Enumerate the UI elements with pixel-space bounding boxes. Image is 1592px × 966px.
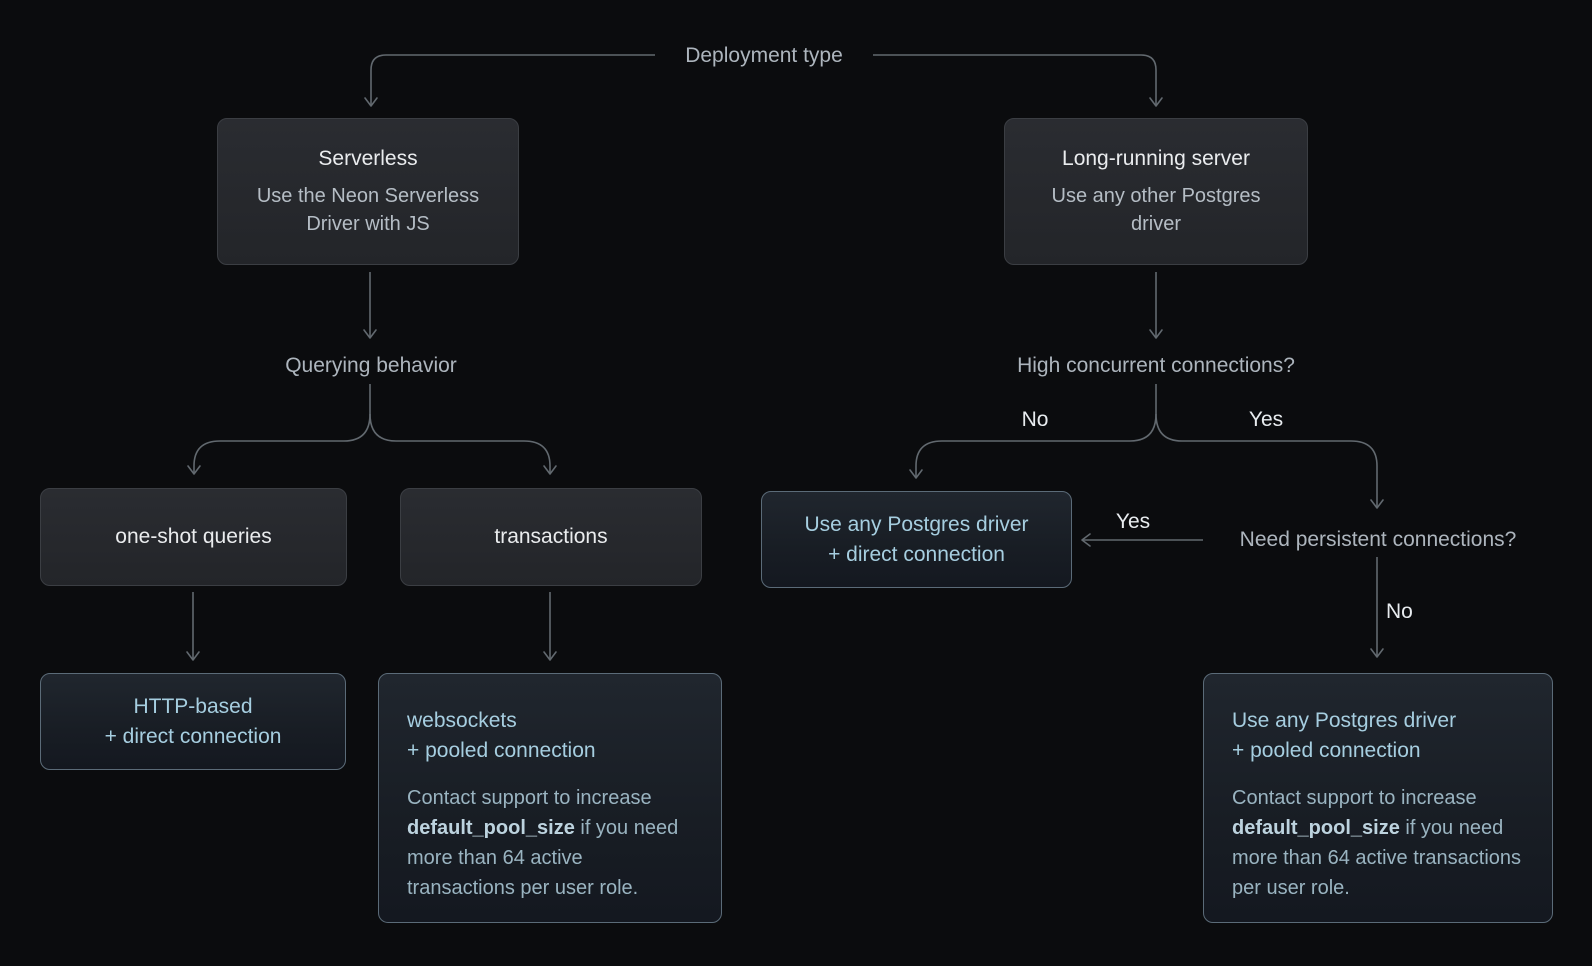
branch-label-no-down: No — [1386, 600, 1413, 623]
node-serverless: Serverless Use the Neon Serverless Drive… — [217, 118, 519, 265]
edge-querying-oneshot — [187, 413, 371, 475]
node-http-based-line1: HTTP-based — [133, 694, 253, 718]
edge-querying-transactions — [369, 413, 557, 475]
node-use-pooled: Use any Postgres driver + pooled connect… — [1203, 673, 1553, 923]
node-long-running-title: Long-running server — [1062, 147, 1250, 170]
node-transactions: transactions — [400, 488, 702, 586]
label-querying-behavior: Querying behavior — [285, 354, 457, 377]
note-text-post: if you need more than 64 active transact… — [407, 817, 679, 899]
label-need-persistent: Need persistent connections? — [1239, 528, 1517, 551]
node-use-direct: Use any Postgres driver + direct connect… — [761, 491, 1072, 588]
branch-label-yes-right: Yes — [1248, 408, 1284, 431]
node-use-direct-line2: + direct connection — [828, 542, 1005, 566]
node-use-pooled-line1: Use any Postgres driver — [1232, 709, 1457, 732]
node-one-shot-queries-label: one-shot queries — [115, 525, 272, 548]
node-http-based: HTTP-based + direct connection — [40, 673, 346, 770]
note-text-pre: Contact support to increase — [1232, 787, 1477, 809]
node-serverless-subtitle: Use the Neon Serverless Driver with JS — [256, 185, 480, 235]
node-use-direct-line1: Use any Postgres driver — [804, 512, 1029, 536]
branch-label-yes-to-direct: Yes — [1115, 510, 1151, 533]
node-transactions-label: transactions — [494, 525, 608, 548]
label-high-concurrent: High concurrent connections? — [1017, 354, 1295, 377]
note-default-pool-size: default_pool_size — [1232, 817, 1400, 839]
edge-deployment-longrunning — [873, 54, 1163, 107]
node-websockets-line1: websockets — [407, 709, 517, 732]
node-long-running: Long-running server Use any other Postgr… — [1004, 118, 1308, 265]
note-text-post: if you need more than 64 active transact… — [1232, 817, 1522, 899]
node-use-pooled-note: Contact support to increase default_pool… — [1232, 783, 1526, 903]
note-default-pool-size: default_pool_size — [407, 817, 575, 839]
branch-label-no-left: No — [1021, 408, 1049, 431]
node-serverless-title: Serverless — [318, 147, 418, 170]
node-long-running-subtitle: Use any other Postgres driver — [1051, 185, 1261, 235]
note-text-pre: Contact support to increase — [407, 787, 652, 809]
node-websockets-note: Contact support to increase default_pool… — [407, 783, 695, 903]
node-websockets-line2: + pooled connection — [407, 739, 596, 762]
node-one-shot-queries: one-shot queries — [40, 488, 347, 586]
node-use-pooled-line2: + pooled connection — [1232, 739, 1421, 762]
label-deployment-type: Deployment type — [685, 44, 843, 67]
edge-deployment-serverless — [364, 54, 655, 107]
node-websockets: websockets + pooled connection Contact s… — [378, 673, 722, 923]
node-http-based-line2: + direct connection — [104, 724, 282, 748]
